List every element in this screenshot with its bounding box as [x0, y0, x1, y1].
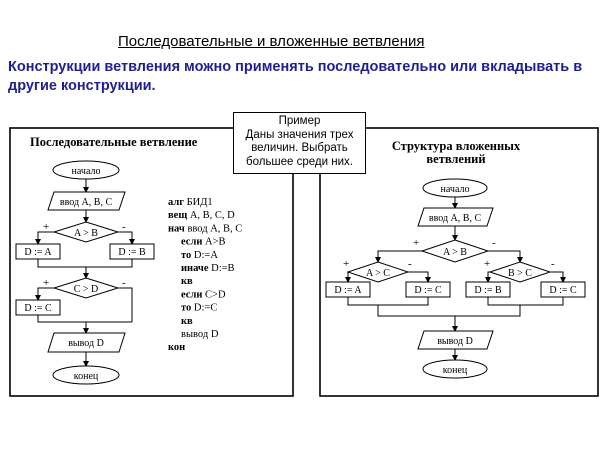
- code-line: алг БИД1: [168, 197, 213, 208]
- popup-line-4: большее среди них.: [246, 155, 353, 168]
- left-output-label: вывод D: [68, 338, 104, 349]
- right-condition-ac-label: A > C: [366, 268, 390, 279]
- right-condition-bc: [488, 261, 552, 283]
- code-line: нач ввод A, B, C: [168, 223, 242, 234]
- right-plus-ab: +: [413, 237, 419, 249]
- right-panel-frame: [319, 127, 599, 397]
- left-plus-2: +: [43, 277, 49, 289]
- right-condition-ab: [420, 239, 490, 263]
- left-end-label: конец: [74, 371, 99, 382]
- right-minus-ac: -: [408, 258, 412, 270]
- left-plus-1: +: [43, 221, 49, 233]
- code-line: вывод D: [181, 329, 219, 340]
- intro-text: Конструкции ветвления можно применять по…: [8, 59, 583, 94]
- code-line: если C>D: [181, 289, 226, 300]
- left-assign-b-label: D := B: [118, 247, 146, 258]
- left-condition-cd: [52, 277, 120, 299]
- code-line: кв: [181, 316, 193, 327]
- left-end-terminal: [52, 365, 120, 385]
- left-panel-title: Последовательные ветвление: [30, 135, 198, 149]
- right-assign-a-label: D := A: [334, 285, 362, 296]
- left-assign-c-label: D := C: [24, 303, 52, 314]
- popup-line-1: Пример: [278, 115, 321, 127]
- right-plus-ac: +: [343, 258, 349, 270]
- right-panel-title-2: ветвлений: [426, 152, 485, 166]
- left-panel-frame: [9, 127, 294, 397]
- left-condition-ab-label: A > B: [74, 228, 98, 239]
- example-popup: Пример Даны значения трех величин. Выбра…: [233, 112, 366, 174]
- algorithm-listing: алг БИД1 вещ A, B, C, D нач ввод A, B, C ес…: [168, 197, 242, 353]
- left-minus-2: -: [122, 277, 126, 289]
- left-assign-a-label: D := A: [24, 247, 52, 258]
- left-input-label: ввод A, B, C: [60, 197, 113, 208]
- code-line: кв: [181, 276, 193, 287]
- code-line: то D:=C: [181, 303, 217, 314]
- left-minus-1: -: [122, 221, 126, 233]
- code-line: вещ A, B, C, D: [168, 210, 235, 221]
- right-panel-title-1: Структура вложенных: [392, 139, 521, 153]
- right-condition-ac: [346, 261, 410, 283]
- left-start-label: начало: [72, 166, 101, 177]
- page-title: Последовательные и вложенные ветвления: [118, 33, 425, 50]
- right-plus-bc: +: [484, 258, 490, 270]
- right-condition-bc-label: B > C: [508, 268, 532, 279]
- popup-line-2: Даны значения трех: [245, 128, 354, 141]
- right-assign-b-label: D := B: [474, 285, 502, 296]
- right-minus-ab: -: [492, 237, 496, 249]
- left-condition-cd-label: C > D: [74, 284, 99, 295]
- right-minus-bc: -: [551, 258, 555, 270]
- code-line: если A>B: [181, 237, 226, 248]
- left-condition-ab: [52, 221, 120, 243]
- right-end-terminal: [422, 359, 488, 379]
- right-output-label: вывод D: [437, 336, 473, 347]
- right-output-block: [417, 330, 494, 350]
- right-input-label: ввод A, B, C: [429, 213, 482, 224]
- left-output-block: [47, 332, 126, 353]
- right-assign-c1-label: D := C: [414, 285, 442, 296]
- code-line: кон: [168, 342, 185, 353]
- right-end-label: конец: [443, 365, 468, 376]
- code-line: иначе D:=B: [181, 263, 235, 274]
- right-assign-c2-label: D := C: [549, 285, 577, 296]
- code-line: то D:=A: [181, 250, 218, 261]
- right-input-block: [417, 207, 494, 227]
- right-start-label: начало: [441, 184, 470, 195]
- left-input-block: [47, 191, 126, 211]
- popup-line-3: величин. Выбрать: [251, 142, 348, 154]
- right-condition-ab-label: A > B: [443, 247, 467, 258]
